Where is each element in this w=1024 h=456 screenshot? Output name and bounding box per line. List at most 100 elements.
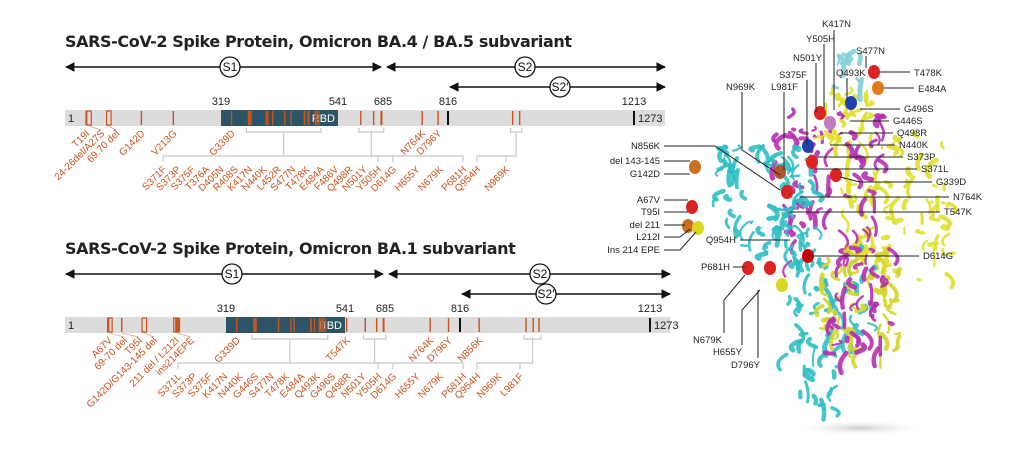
chain-yellow-ribbon <box>903 178 910 189</box>
mutated-residue-sphere <box>802 139 814 153</box>
structure-mutation-label: N440K <box>899 140 929 151</box>
chain-magenta-ribbon <box>878 114 883 125</box>
chain-cyan-ribbon <box>781 211 790 219</box>
chain-yellow-ribbon <box>944 272 956 290</box>
position-label: 685 <box>374 96 392 108</box>
mutation-label: N679K <box>416 371 446 401</box>
chain-yellow-ribbon <box>847 183 858 187</box>
chain-magenta-ribbon <box>867 188 877 197</box>
label-leader <box>143 332 154 338</box>
cluster-connector <box>177 339 379 369</box>
structure-mutation-label: H655Y <box>713 347 743 358</box>
structure-mutation-label: N856K <box>631 141 661 152</box>
chain-cyan-ribbon <box>817 257 823 269</box>
chain-magenta-ribbon <box>864 254 868 265</box>
chain-yellow-ribbon <box>841 214 850 234</box>
chain-yellow-ribbon <box>928 214 941 222</box>
mutated-residue-sphere <box>742 261 754 275</box>
chain-cyan-ribbon <box>739 189 748 201</box>
chain-cyan-ribbon <box>840 62 847 78</box>
chain-cyan-ribbon <box>780 155 792 175</box>
chain-cyan-ribbon <box>774 224 782 238</box>
chain-yellow-ribbon <box>894 145 905 158</box>
chain-yellow-ribbon <box>940 201 950 208</box>
structure-mutation-label: Ins 214 EPE <box>607 245 660 256</box>
mutation-label: H655Y <box>393 371 423 401</box>
chain-magenta-ribbon <box>805 206 810 215</box>
chain-cyan-ribbon <box>845 51 850 63</box>
chain-yellow-ribbon <box>931 183 939 188</box>
deletion-mark <box>141 317 148 333</box>
chain-yellow-ribbon <box>888 297 893 310</box>
chain-cyan-ribbon <box>762 240 772 250</box>
chain-cyan-ribbon <box>818 397 827 422</box>
chain-magenta-ribbon <box>821 208 832 230</box>
chain-yellow-ribbon <box>842 327 854 350</box>
chain-magenta-ribbon <box>782 259 793 278</box>
chain-magenta-ribbon <box>871 301 879 314</box>
chain-cyan-ribbon <box>733 227 741 238</box>
insertion-mark <box>175 318 181 332</box>
chain-magenta-ribbon <box>783 229 797 238</box>
s1-badge-circle <box>221 263 243 285</box>
position-label: 1213 <box>622 96 646 108</box>
chain-yellow-ribbon <box>895 266 903 276</box>
label-leader <box>121 332 139 338</box>
s1-label: S1 <box>223 60 238 74</box>
structure-mutation-label: del 211 <box>630 220 660 231</box>
mutation-label: N856K <box>456 335 486 365</box>
chain-cyan-ribbon <box>856 52 863 67</box>
chain-cyan-ribbon <box>813 285 820 292</box>
chain-yellow-ribbon <box>839 187 844 195</box>
structure-mutation-label: P681H <box>701 262 730 273</box>
chain-cyan-ribbon <box>796 231 807 240</box>
chain-yellow-ribbon <box>941 232 951 247</box>
panel-ba1: SARS-CoV-2 Spike Protein, Omicron BA.1 s… <box>65 239 678 410</box>
chain-yellow-ribbon <box>843 246 851 254</box>
chain-yellow-ribbon <box>879 331 890 352</box>
chain-yellow-ribbon <box>891 217 904 226</box>
chain-yellow-ribbon <box>819 282 826 292</box>
s2p-label: S2′ <box>552 80 570 94</box>
chain-magenta-ribbon <box>844 255 850 267</box>
s2p-badge-circle <box>535 283 557 305</box>
chain-cyan-ribbon <box>793 296 801 307</box>
structure-mutation-label: N969K <box>726 82 756 93</box>
chain-cyan-ribbon <box>830 406 841 418</box>
mutated-residue-sphere <box>868 65 880 79</box>
leader-line <box>723 274 746 333</box>
chain-yellow-ribbon <box>897 136 902 145</box>
cluster-bracket <box>510 128 523 133</box>
chain-yellow-ribbon <box>886 281 899 303</box>
cluster-connector <box>373 339 464 369</box>
protein-bar <box>65 317 670 333</box>
chain-cyan-ribbon <box>796 338 803 354</box>
chain-cyan-ribbon <box>811 189 825 203</box>
chain-cyan-ribbon <box>784 224 796 238</box>
mutated-residue-sphere <box>814 106 826 120</box>
panel-title: SARS-CoV-2 Spike Protein, Omicron BA.4 /… <box>65 32 572 51</box>
structure-mutation-label: S477N <box>856 46 885 57</box>
mutated-residue-sphere <box>776 278 788 292</box>
chain-magenta-ribbon <box>839 112 845 121</box>
chain-yellow-ribbon <box>905 166 913 178</box>
chain-magenta-ribbon <box>877 158 889 174</box>
chain-cyan-ribbon <box>788 339 801 353</box>
structure-mutation-label: Y505H <box>806 34 835 45</box>
chain-yellow-ribbon <box>833 92 847 103</box>
chain-magenta-ribbon <box>846 277 857 290</box>
chain-magenta-ribbon <box>860 329 874 351</box>
leader-line <box>664 231 697 251</box>
mutated-residue-sphere <box>806 155 818 169</box>
chain-cyan-ribbon <box>826 384 839 402</box>
chain-cyan-ribbon <box>711 196 717 208</box>
s2p-badge-circle <box>549 76 571 98</box>
cluster-bracket <box>251 335 329 340</box>
leader-line <box>664 228 691 238</box>
mutation-label: G339D <box>213 335 243 365</box>
chain-magenta-ribbon <box>853 334 861 344</box>
chain-cyan-ribbon <box>733 214 742 239</box>
chain-magenta-ribbon <box>870 313 877 322</box>
chain-cyan-ribbon <box>790 249 797 259</box>
